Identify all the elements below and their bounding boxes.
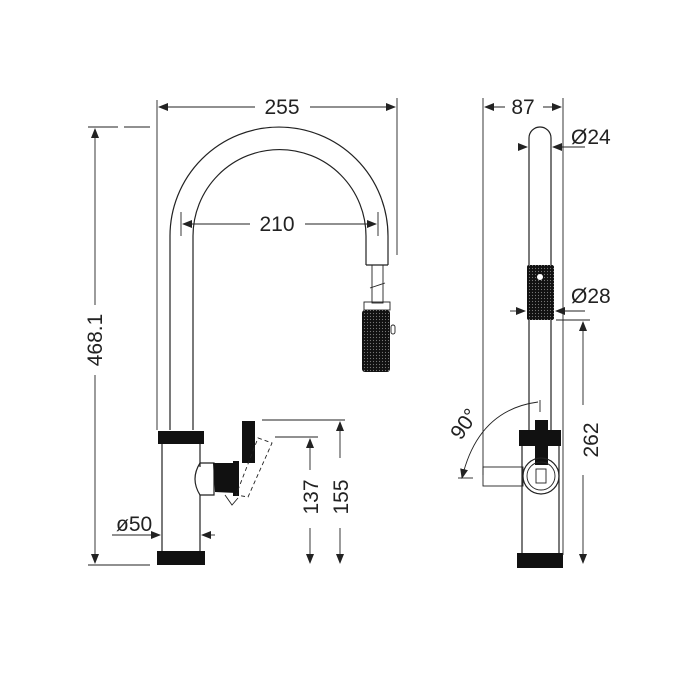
spout-inner [192, 148, 367, 430]
dim-spout-reach: 210 [259, 213, 294, 236]
lever-handle [242, 421, 255, 463]
side-view: 87 Ø24 Ø28 262 90° [446, 96, 611, 568]
base-collar-bottom [157, 551, 205, 565]
front-view: 255 210 468.1 137 155 ø50 [84, 96, 398, 566]
spout-outer [169, 126, 389, 430]
side-base-collar [517, 553, 563, 568]
spray-head [362, 310, 390, 372]
dim-overall-width: 255 [264, 96, 299, 119]
dim-lever-rotation: 90° [446, 405, 483, 444]
dim-spray-height: 262 [580, 422, 603, 457]
base-collar-top [158, 431, 204, 444]
side-pipe [528, 126, 552, 430]
side-lever-rotated [482, 466, 524, 487]
dim-spray-diameter: Ø28 [571, 285, 611, 308]
dim-depth: 87 [511, 96, 534, 119]
valve-cartridge [194, 462, 215, 496]
dim-lever-height-high: 155 [330, 479, 353, 514]
dim-base-diameter: ø50 [116, 513, 152, 536]
dim-overall-height: 468.1 [84, 314, 107, 367]
dim-lever-height-low: 137 [300, 479, 323, 514]
side-spray-head [527, 265, 554, 320]
dim-pipe-diameter: Ø24 [571, 126, 611, 149]
